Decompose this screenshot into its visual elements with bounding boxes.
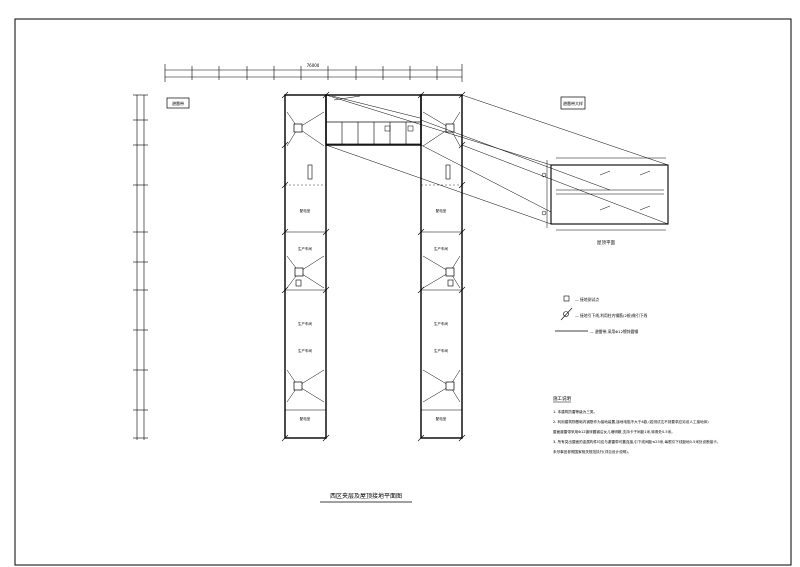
right-block-box (560, 96, 586, 110)
grid-slash-mark (322, 434, 330, 442)
left-block-box (166, 97, 190, 109)
top-dimension-total: 76000 (307, 63, 320, 68)
room-label: 配电室 (300, 208, 311, 213)
grid-slash-mark (322, 286, 330, 294)
grid-slash-mark (281, 91, 289, 99)
notes-line: 未尽事宜参照国家相关规范执行(详见设计说明)。 (553, 449, 631, 454)
room-label: 生产车间 (298, 348, 312, 353)
inset-roof-plan (541, 157, 669, 231)
construction-notes: 施工说明 1. 本建筑防雷等级为三类。 2. 利用建筑物基础内钢筋作为接地装置,… (553, 395, 721, 454)
legend-square-symbol (563, 295, 570, 302)
room-label: 生产车间 (298, 246, 312, 251)
projection-lines (325, 94, 669, 225)
grid-slash-mark (281, 228, 289, 236)
grid-slash-mark (281, 181, 289, 189)
grid-slash-mark (322, 228, 330, 236)
legend-item-2: — 接地引下线,利用柱内钢筋(2根)做引下线 (575, 313, 648, 318)
left-block-label: 避雷带 (172, 100, 184, 106)
room-label: 配电室 (300, 416, 311, 421)
grid-slash-mark (417, 434, 425, 442)
grid-slash-mark (458, 286, 466, 294)
grid-slash-mark (281, 434, 289, 442)
right-wing-room-labels: 配电室 生产车间 生产车间 生产车间 配电室 (434, 208, 448, 421)
grid-slash-mark (417, 91, 425, 99)
legend: — 接地测试点 — 接地引下线,利用柱内钢筋(2根)做引下线 — 避雷带,采用Φ… (555, 295, 648, 334)
left-dimension-chain (136, 95, 145, 440)
legend-item-3: — 避雷带,采用Φ12镀锌圆钢 (590, 329, 638, 334)
grid-slash-mark (458, 434, 466, 442)
left-dimension-ticks (133, 94, 148, 439)
grid-slash-mark (458, 181, 466, 189)
notes-line: 屋面避雷带采用Φ12镀锌圆钢沿女儿墙明敷,支持卡子间距1米,转角处0.5米。 (553, 429, 675, 434)
left-wing-room-labels: 配电室 生产车间 生产车间 生产车间 配电室 (298, 208, 312, 421)
legend-item-1: — 接地测试点 (575, 297, 599, 302)
notes-line: 2. 利用建筑物基础内钢筋作为接地装置,接地电阻不大于4欧,(若测试达不到要求应… (553, 419, 709, 424)
notes-line: 1. 本建筑防雷等级为三类。 (553, 409, 597, 414)
grid-slash-mark (458, 228, 466, 236)
room-label: 配电室 (436, 208, 447, 213)
room-label: 生产车间 (298, 321, 312, 326)
grid-slash-mark (281, 141, 289, 149)
left-wing-conductors (286, 111, 325, 403)
inset-title: 屋顶平面 (597, 240, 615, 246)
notes-line: 3. 所有突出屋面的金属构件均应与避雷带可靠连接,引下线间距≤25米,每根引下线… (553, 439, 721, 444)
right-block-label: 避雷带大样 (563, 100, 583, 106)
notes-title: 施工说明 (553, 395, 571, 402)
right-wing-conductors (422, 111, 461, 403)
grid-slash-mark (417, 228, 425, 236)
legend-slash-circle-symbol (560, 307, 573, 321)
top-dimension-chain (164, 64, 463, 82)
room-label: 生产车间 (434, 246, 448, 251)
room-label: 生产车间 (434, 321, 448, 326)
grid-slash-mark (281, 286, 289, 294)
grid-slash-mark (417, 286, 425, 294)
grid-slash-marks (281, 91, 466, 442)
equipment-symbols (295, 164, 454, 287)
main-drawing-title: 西区夹层及屋顶接地平面图 (330, 492, 402, 500)
room-label: 生产车间 (434, 348, 448, 353)
test-point-symbols (293, 123, 455, 391)
right-wing-outline (420, 94, 463, 439)
sheet-border (14, 18, 792, 566)
room-label: 配电室 (436, 416, 447, 421)
left-wing-outline (284, 94, 327, 439)
